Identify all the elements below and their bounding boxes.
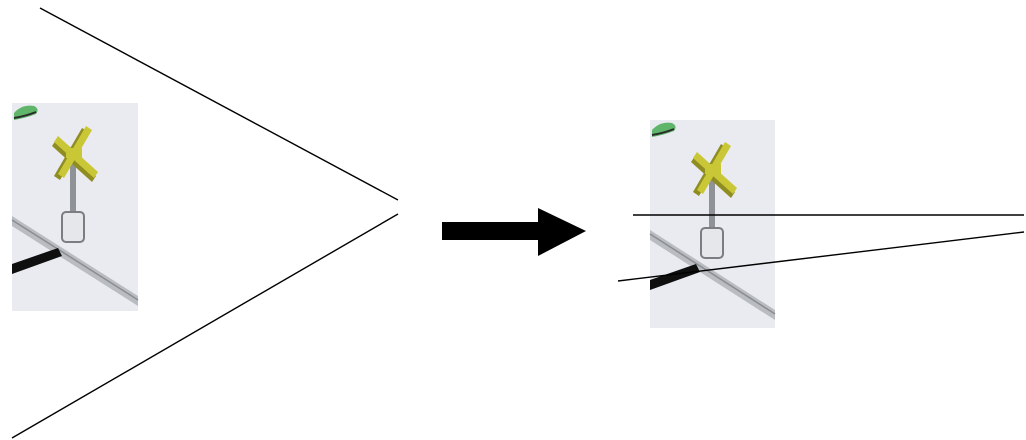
before-view-lines [11,7,399,439]
signal-post [709,176,715,234]
cable-line [12,248,62,274]
after-view-lines [617,214,1025,282]
after-signal-icon [649,122,776,320]
before-signal-icon [11,105,139,306]
signal-base [700,227,724,259]
transition-arrow-icon [442,208,586,256]
ring-outline [13,111,37,119]
view-line-lower [617,231,1025,282]
crossbuck-icon [52,126,98,182]
signal-post [70,160,76,218]
before-panel [11,103,139,311]
signal-base [61,211,85,243]
rail-track [12,216,138,306]
view-line-lower [11,213,399,439]
ring-outline [651,128,675,136]
rail-track [650,230,775,320]
rail-edge [11,219,139,301]
after-panel [649,120,776,328]
crossbuck-icon [691,142,737,198]
cable-line [650,264,700,290]
view-line-upper [39,7,399,201]
rail-edge [649,233,776,315]
